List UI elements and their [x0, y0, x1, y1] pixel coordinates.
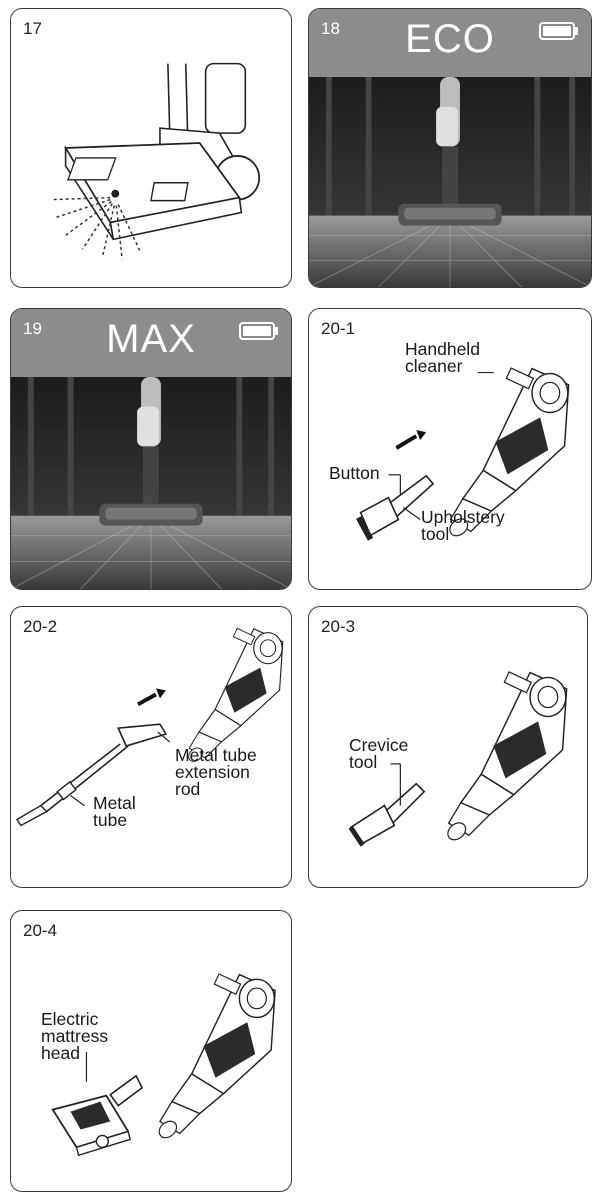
label-line: extension — [175, 762, 250, 782]
panel-number: 20-3 — [321, 617, 356, 636]
panel-number: 19 — [23, 319, 42, 338]
label-line: tool — [349, 752, 378, 772]
mode-header-bar — [309, 9, 591, 77]
label-handheld-cleaner: Handheld cleaner — [405, 339, 480, 376]
panel-number: 20-2 — [23, 617, 58, 636]
vacuum-photo-eco — [309, 77, 591, 287]
label-metal-tube-extension-rod: Metal tube extension rod — [175, 745, 257, 799]
crevice-tool-illustration — [309, 607, 587, 887]
panel-20-2: 20-2 Metal tube extension rod Metal tube — [10, 606, 292, 888]
label-button: Button — [329, 463, 380, 483]
label-metal-tube: Metal tube — [93, 793, 136, 830]
label-line: mattress — [41, 1026, 109, 1046]
panel-number: 18 — [321, 19, 340, 38]
label-line: cleaner — [405, 356, 463, 376]
vacuum-photo-max — [11, 377, 291, 589]
label-line: tube — [93, 810, 128, 830]
upholstery-tool-illustration — [309, 309, 591, 589]
floor-head-led-illustration — [11, 9, 291, 287]
battery-full-icon — [239, 321, 279, 341]
label-crevice-tool: Crevice tool — [349, 735, 409, 772]
panel-number: 20-1 — [321, 319, 356, 338]
battery-full-icon — [539, 21, 579, 41]
panel-20-1: 20-1 Handheld cleaner Button Upholstery … — [308, 308, 592, 590]
mode-label-eco: ECO — [405, 17, 495, 61]
panel-20-4: 20-4 Electric mattress head — [10, 910, 292, 1192]
panel-18: 18 ECO — [308, 8, 592, 288]
metal-tube-illustration — [11, 607, 291, 887]
panel-17: 17 — [10, 8, 292, 288]
label-line: Metal tube — [175, 745, 257, 765]
label-upholstery-tool: Upholstery tool — [421, 507, 505, 544]
panel-20-3: 20-3 Crevice tool — [308, 606, 588, 888]
label-electric-mattress-head: Electric mattress head — [41, 1009, 109, 1063]
label-line: Electric — [41, 1009, 99, 1029]
label-line: Metal — [93, 793, 136, 813]
panel-19: 19 MAX — [10, 308, 292, 590]
label-line: head — [41, 1043, 80, 1063]
label-line: tool — [421, 524, 450, 544]
panel-number: 20-4 — [23, 921, 58, 940]
label-line: Handheld — [405, 339, 480, 359]
label-line: rod — [175, 779, 201, 799]
mode-header-bar — [11, 309, 291, 377]
label-line: Crevice — [349, 735, 409, 755]
panel-number: 17 — [23, 19, 42, 38]
label-line: Upholstery — [421, 507, 505, 527]
electric-mattress-head-illustration — [11, 911, 291, 1191]
mode-label-max: MAX — [106, 317, 196, 361]
